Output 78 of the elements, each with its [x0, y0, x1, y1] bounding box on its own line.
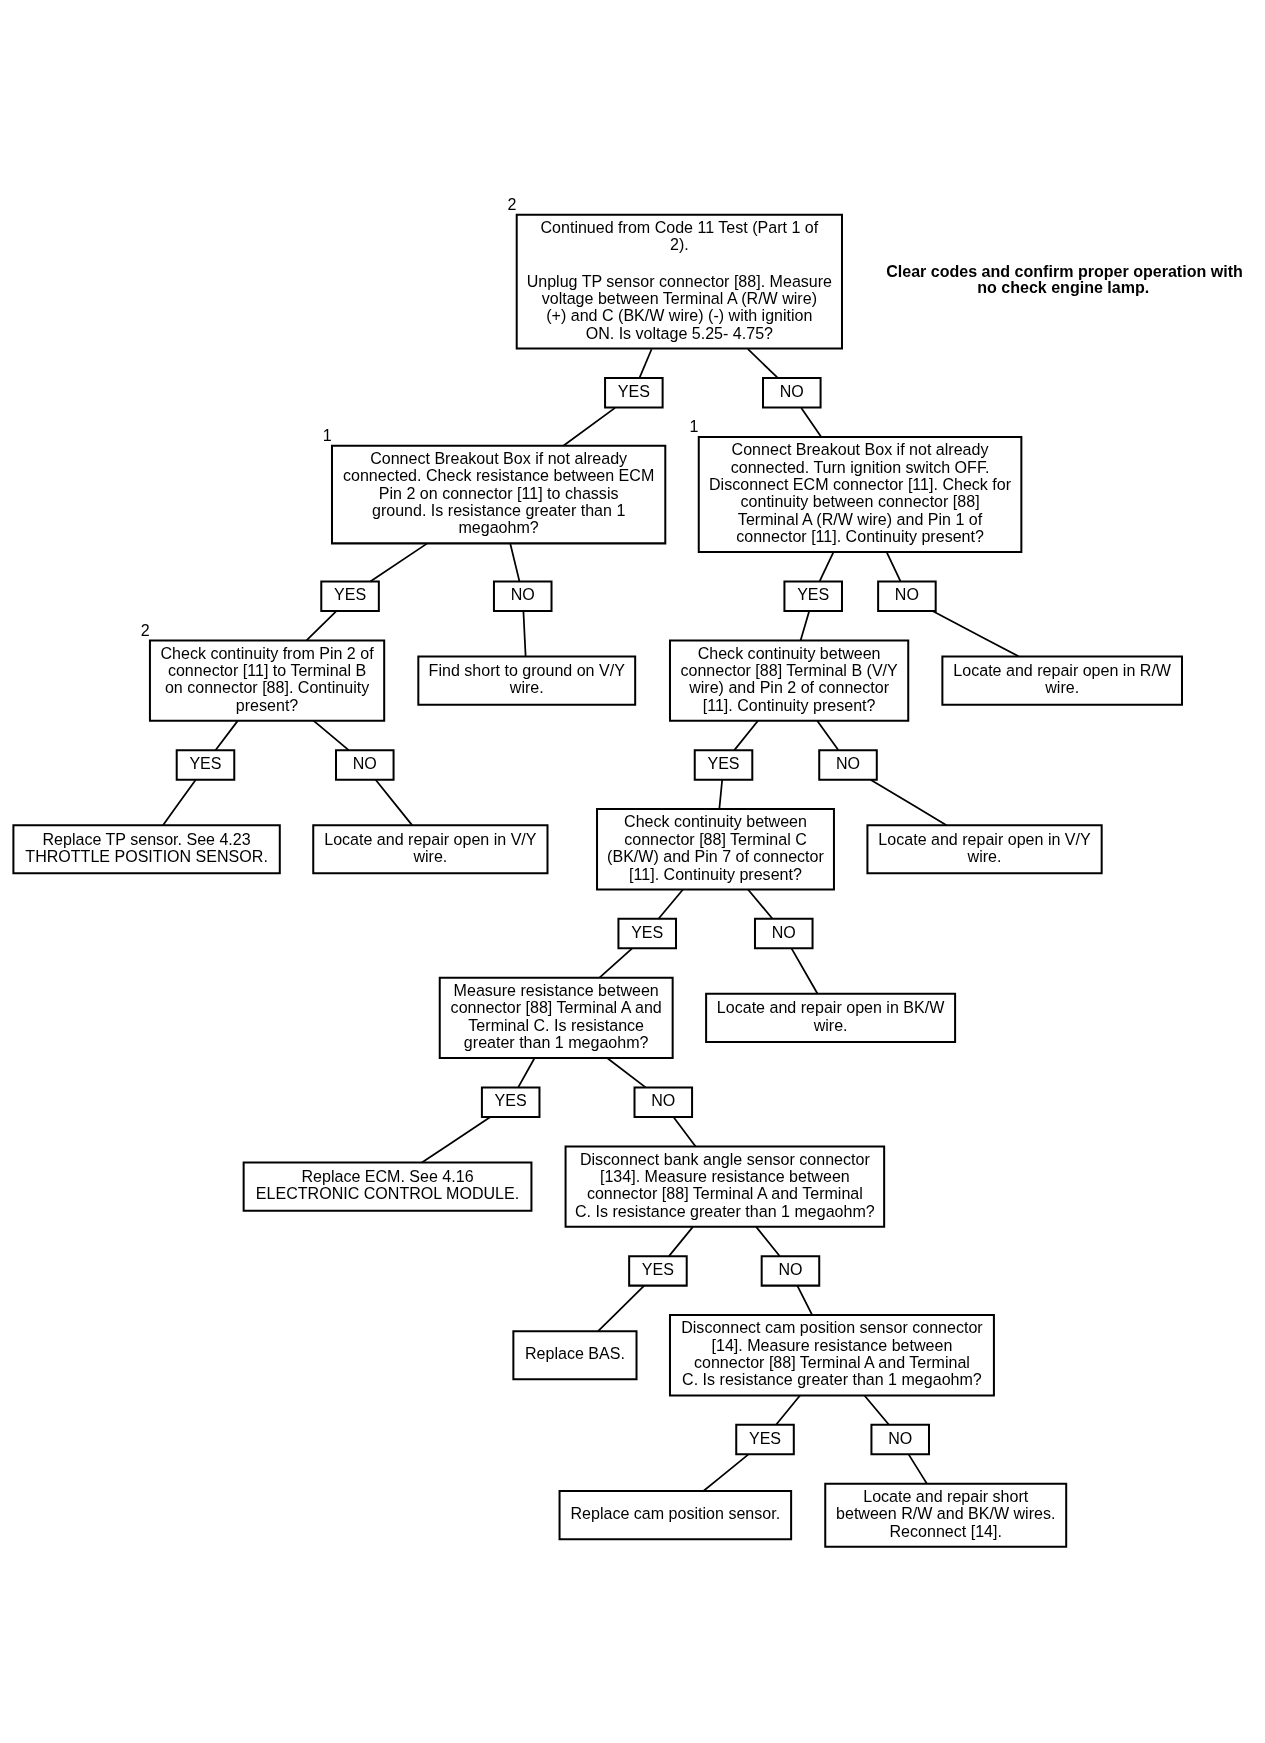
connector	[755, 1225, 781, 1257]
connector	[668, 1225, 694, 1257]
node-box: NO	[762, 376, 822, 408]
connector	[907, 1453, 928, 1484]
node-box: Locate and repair open in V/Y wire.	[866, 823, 1103, 874]
connector	[672, 1115, 697, 1147]
connector	[816, 719, 840, 751]
connector	[305, 609, 338, 641]
connector	[214, 719, 239, 751]
connector	[885, 550, 902, 582]
node-box: Check continuity from Pin 2 of connector [11] to Terminal B on connector [88]. Continuity present?	[148, 638, 386, 722]
node-box: YES	[735, 1423, 795, 1455]
node-box: NO	[492, 580, 553, 612]
node-box: NO	[753, 917, 814, 949]
node-box: Locate and repair open in V/Y wire.	[312, 823, 549, 874]
connector	[800, 406, 822, 437]
node-box: Locate and repair open in BK/W wire.	[705, 992, 957, 1043]
node-box: Find short to ground on V/Y wire.	[417, 655, 637, 706]
node-box: Check continuity between connector [88] Terminal C (BK/W) and Pin 7 of connector [11]. Continuity present?	[596, 807, 835, 890]
connector	[162, 778, 197, 826]
label: Clear codes and confirm proper operation with no check engine lamp.	[886, 261, 1243, 296]
node-box: Connect Breakout Box if not already connected. Turn ignition switch OFF. Disconnect ECM connector [11]. Check for continuity between connector [88] Terminal A (R/W wire) and Pin 1 of connector [11]. Continuity present?	[697, 435, 1023, 553]
node-box: YES	[175, 748, 236, 781]
connector	[747, 347, 779, 379]
node-box: NO	[877, 580, 937, 612]
connector	[702, 1453, 749, 1492]
connector	[747, 888, 774, 920]
connector	[606, 1056, 647, 1088]
node-box: NO	[870, 1423, 930, 1455]
node-box: NO	[760, 1254, 821, 1287]
node-box: YES	[693, 748, 754, 781]
connector	[509, 542, 521, 582]
node-box: Disconnect cam position sensor connector [14]. Measure resistance between connector [88] Terminal A and Terminal C. Is resistance greater than 1 megaohm?	[668, 1313, 995, 1396]
connector	[931, 609, 1020, 657]
connector	[796, 1284, 814, 1316]
node-box: NO	[818, 748, 878, 781]
connector	[733, 719, 759, 751]
node-box: Replace ECM. See 4.16 ELECTRONIC CONTROL MODULE.	[242, 1160, 533, 1212]
connector	[790, 947, 819, 995]
connector	[718, 778, 724, 810]
node-label: 2	[140, 620, 150, 639]
node-box: NO	[633, 1086, 694, 1118]
node-label: 1	[322, 425, 332, 444]
connector	[597, 1284, 646, 1332]
connector	[312, 719, 350, 751]
connector	[598, 947, 634, 979]
connector	[374, 778, 413, 826]
node-box: Connect Breakout Box if not already connected. Check resistance between ECM Pin 2 on connector [11] to chassis ground. Is resistance greater than 1 megaohm?	[331, 444, 667, 544]
node-label: 2	[507, 194, 517, 213]
node-box: YES	[617, 917, 677, 949]
node-box: Replace BAS.	[512, 1329, 638, 1380]
connector	[775, 1394, 801, 1426]
connector	[369, 542, 428, 582]
node-box: YES	[628, 1254, 688, 1287]
connector	[869, 778, 948, 826]
connector	[562, 406, 616, 446]
node-box: NO	[335, 748, 395, 781]
node-box: Replace cam position sensor.	[558, 1489, 793, 1540]
connector	[638, 347, 653, 379]
node-box: Locate and repair short between R/W and BK/W wires. Reconnect [14].	[824, 1482, 1068, 1548]
connector	[799, 609, 811, 641]
node-label: 1	[689, 416, 699, 435]
connector	[517, 1056, 536, 1088]
connector	[522, 609, 527, 657]
node-box: YES	[480, 1086, 541, 1118]
node-box: Disconnect bank angle sensor connector [134]. Measure resistance between connector [88] Terminal A and Terminal C. Is resistance greater than 1 megaohm?	[564, 1144, 886, 1228]
node-box: YES	[604, 376, 664, 408]
node-box: Continued from Code 11 Test (Part 1 of 2). Unplug TP sensor connector [88]. Measure voltage between Terminal A (R/W wire) (+) and C (BK/W wire) (-) with ignition ON. Is voltage 5.25- 4.75?	[515, 213, 843, 350]
connector	[818, 550, 835, 582]
connector	[863, 1394, 890, 1426]
node-box: Locate and repair open in R/W wire.	[941, 655, 1183, 706]
node-box: YES	[320, 580, 380, 612]
connector	[657, 888, 684, 920]
node-box: YES	[783, 580, 843, 612]
node-box: Replace TP sensor. See 4.23 THROTTLE POSITION SENSOR.	[12, 823, 281, 874]
node-box: Check continuity between connector [88] Terminal B (V/Y wire) and Pin 2 of connector [11]. Continuity present?	[668, 638, 910, 722]
connector	[421, 1115, 492, 1163]
node-box: Measure resistance between connector [88] Terminal A and Terminal C. Is resistance greater than 1 megaohm?	[438, 976, 674, 1059]
